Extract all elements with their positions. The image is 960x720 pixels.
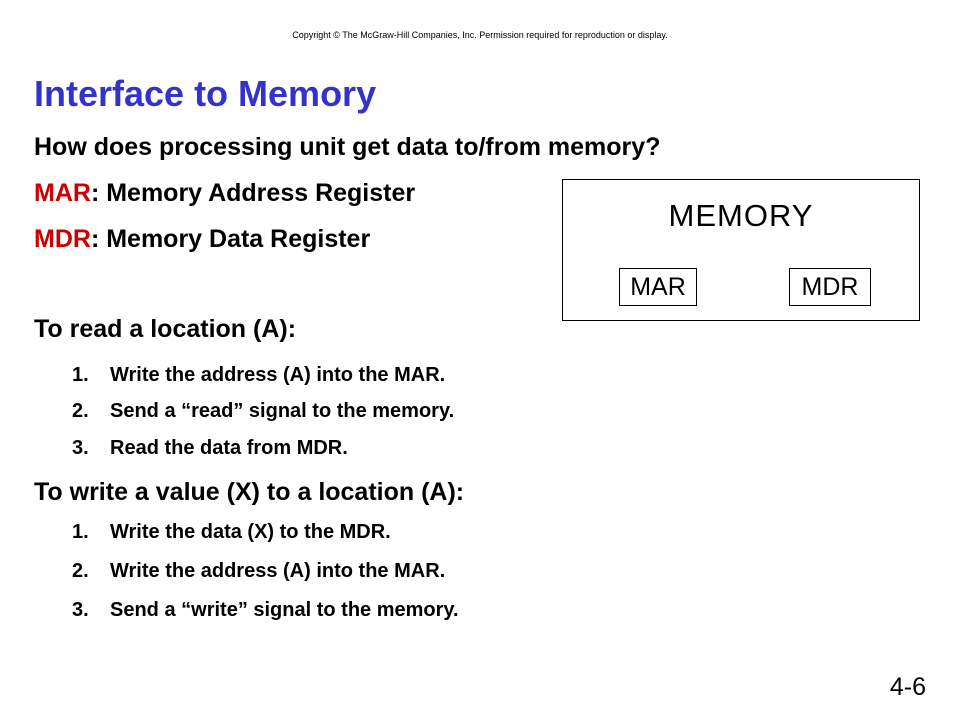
step-number: 3. — [72, 599, 89, 621]
memory-label: MEMORY — [668, 198, 814, 233]
step-text: Read the data from MDR. — [110, 437, 348, 459]
slide-title: Interface to Memory — [34, 73, 377, 114]
step-number: 1. — [72, 521, 89, 543]
step-number: 1. — [72, 364, 89, 386]
write-step-1: 1. Write the data (X) to the MDR. — [72, 519, 391, 545]
mdr-desc: : Memory Data Register — [90, 225, 371, 253]
mdr-register-box: MDR — [789, 268, 871, 306]
step-text: Send a “write” signal to the memory. — [110, 599, 459, 621]
mar-abbr: MAR — [34, 179, 91, 207]
question-line: How does processing unit get data to/fro… — [34, 133, 661, 161]
read-step-2: 2. Send a “read” signal to the memory. — [72, 398, 454, 424]
step-number: 2. — [72, 560, 89, 582]
write-step-3: 3. Send a “write” signal to the memory. — [72, 597, 459, 623]
step-text: Write the address (A) into the MAR. — [110, 364, 446, 386]
step-number: 3. — [72, 437, 89, 459]
slide-number: 4-6 — [889, 673, 926, 701]
read-step-1: 1. Write the address (A) into the MAR. — [72, 362, 445, 388]
read-heading: To read a location (A): — [34, 315, 297, 343]
step-text: Send a “read” signal to the memory. — [110, 400, 455, 422]
mdr-definition: MDR: Memory Data Register — [34, 223, 370, 255]
mar-register-box: MAR — [619, 268, 697, 306]
step-number: 2. — [72, 400, 89, 422]
step-text: Write the data (X) to the MDR. — [110, 521, 391, 543]
memory-diagram: MEMORY MAR MDR — [562, 179, 920, 321]
mar-desc: : Memory Address Register — [90, 179, 416, 207]
copyright-notice: Copyright © The McGraw-Hill Companies, I… — [292, 30, 668, 40]
mdr-abbr: MDR — [34, 225, 91, 253]
read-step-3: 3. Read the data from MDR. — [72, 435, 348, 461]
write-heading: To write a value (X) to a location (A): — [34, 478, 465, 506]
step-text: Write the address (A) into the MAR. — [110, 560, 446, 582]
mar-definition: MAR: Memory Address Register — [34, 177, 415, 209]
write-step-2: 2. Write the address (A) into the MAR. — [72, 558, 445, 584]
